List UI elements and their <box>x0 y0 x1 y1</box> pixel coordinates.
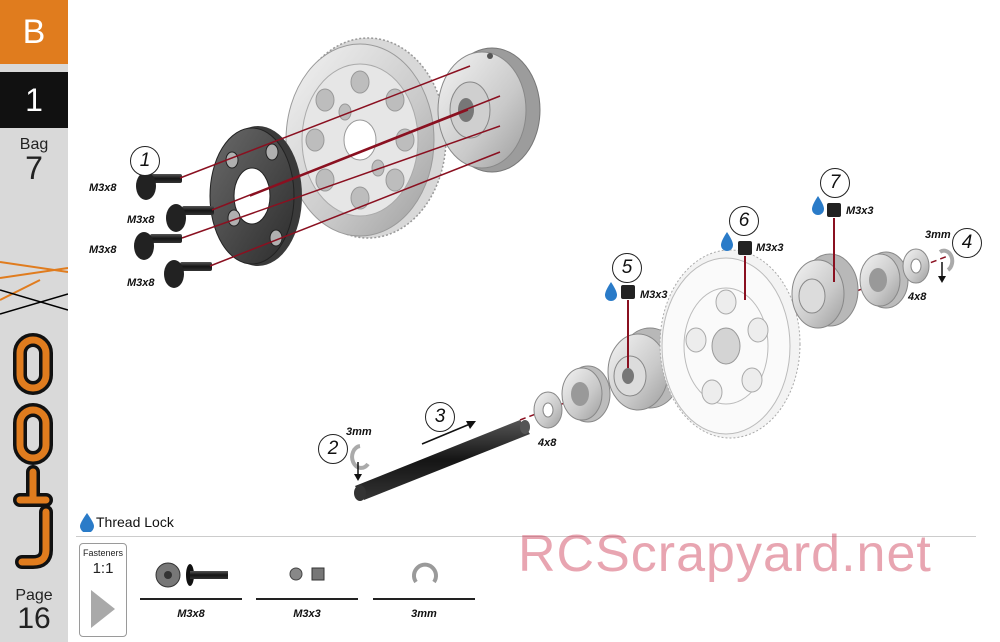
fastener-item-e-clip: 3mm <box>373 546 475 626</box>
bearing-right <box>902 248 930 284</box>
callout-3: 3 <box>425 402 455 432</box>
label-set-screw-5: M3x3 <box>640 289 668 301</box>
pulley-right <box>791 253 859 329</box>
fastener-label: M3x3 <box>293 608 321 620</box>
callout-7: 7 <box>820 168 850 198</box>
callout-2: 2 <box>318 434 348 464</box>
e-clip-icon <box>412 562 438 584</box>
bag-number: 7 <box>25 150 43 186</box>
e-clip-right <box>938 248 955 283</box>
thread-lock-drops <box>605 196 824 301</box>
e-clip-left <box>350 444 370 481</box>
callout-4: 4 <box>952 228 982 258</box>
middle-spur-gear <box>659 249 801 439</box>
section-tab: B <box>0 0 68 64</box>
exploded-diagram <box>134 37 955 501</box>
fastener-label: 3mm <box>411 608 437 620</box>
callout-1: 1 <box>130 146 160 176</box>
divider <box>76 536 976 537</box>
fasteners-scale-box: Fasteners 1:1 <box>79 543 127 637</box>
fastener-item-screw: M3x8 <box>140 546 242 626</box>
water-drop-icon <box>80 513 94 532</box>
label-eclip-left: 3mm <box>346 426 372 438</box>
set-screw-icon <box>289 567 325 581</box>
fastener-underline <box>140 598 242 600</box>
bag-label: Bag <box>19 136 49 153</box>
upper-guide-lines <box>179 65 501 267</box>
fasteners-scale: 1:1 <box>92 560 114 577</box>
callout-6: 6 <box>729 206 759 236</box>
label-set-screw-6: M3x3 <box>756 242 784 254</box>
insert-direction-arrow <box>421 421 476 445</box>
set-screws <box>621 203 841 368</box>
callout-5: 5 <box>612 253 642 283</box>
drive-shaft <box>354 420 530 501</box>
sidebar: B 1 Bag 7 Page 16 <box>0 0 68 642</box>
page-number: 16 <box>17 602 51 635</box>
label-bearing-left: 4x8 <box>538 437 557 449</box>
label-bearing-right: 4x8 <box>908 291 927 303</box>
play-arrow-icon <box>91 590 115 628</box>
label-screw-a: M3x8 <box>89 182 117 194</box>
watermark: RCScrapyard.net <box>518 525 932 583</box>
fastener-underline <box>256 598 358 600</box>
fastener-label: M3x8 <box>177 608 205 620</box>
label-eclip-right: 3mm <box>925 229 951 241</box>
label-set-screw-7: M3x3 <box>846 205 874 217</box>
flat-head-screw-icon <box>155 562 228 588</box>
label-screw-b: M3x8 <box>127 214 155 226</box>
fastener-underline <box>373 598 475 600</box>
label-screw-d: M3x8 <box>127 277 155 289</box>
flat-head-screws <box>134 172 214 288</box>
spacer-right <box>859 251 909 309</box>
brand-logo <box>0 261 68 569</box>
page-label: Page <box>15 587 53 604</box>
spacer-left <box>561 365 611 423</box>
slipper-hub <box>437 47 541 173</box>
fastener-item-set-screw: M3x3 <box>256 546 358 626</box>
fasteners-title: Fasteners <box>82 548 124 558</box>
label-screw-c: M3x8 <box>89 244 117 256</box>
bearing-left <box>533 391 563 429</box>
pressure-plate <box>209 126 302 266</box>
large-spur-gear <box>285 37 447 239</box>
thread-lock-legend: Thread Lock <box>96 514 174 530</box>
step-number: 1 <box>0 72 68 128</box>
